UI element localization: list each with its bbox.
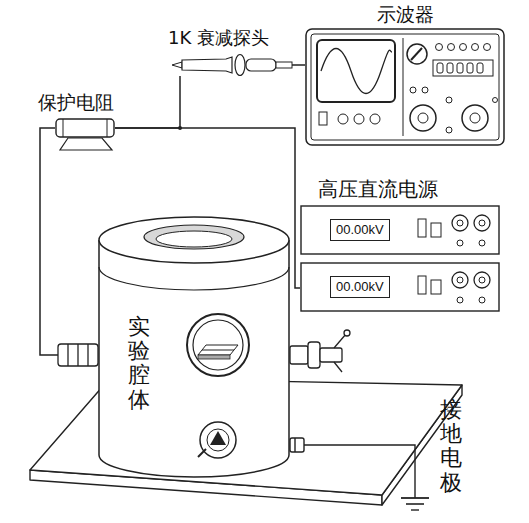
oscilloscope: 示波器 bbox=[305, 28, 505, 146]
left-port bbox=[58, 344, 98, 366]
resistor-label: 保护电阻 bbox=[38, 91, 114, 114]
wire bbox=[292, 64, 305, 66]
experiment-chamber-outline bbox=[98, 215, 290, 480]
hv-power-supply: 高压直流电源00.00kV bbox=[300, 205, 500, 255]
resistor-bracket bbox=[60, 138, 112, 150]
attenuation-probe-outline bbox=[172, 54, 292, 76]
ground-wire bbox=[290, 438, 429, 510]
experiment-chamber: 实验腔体 bbox=[98, 215, 290, 480]
oscilloscope-outline bbox=[305, 28, 505, 146]
ground-electrode-label: 接地电极 bbox=[440, 398, 462, 495]
wire bbox=[115, 76, 180, 128]
junction-dot bbox=[178, 126, 182, 130]
voltage-display: 00.00kV bbox=[330, 219, 390, 241]
device-title: 高压直流电源 bbox=[318, 177, 438, 201]
protection-resistor: 保护电阻 bbox=[55, 118, 115, 138]
voltage-display: 00.00kV bbox=[330, 276, 390, 298]
probe-label: 1K 衰减探头 bbox=[168, 27, 269, 49]
wire bbox=[40, 128, 98, 355]
right-valve bbox=[290, 330, 350, 372]
protection-resistor-outline bbox=[55, 118, 115, 138]
attenuation-probe: 1K 衰减探头 bbox=[172, 54, 292, 76]
chamber-label: 实验腔体 bbox=[128, 315, 150, 412]
hv-power-supply: 00.00kV bbox=[300, 262, 500, 312]
device-title: 示波器 bbox=[377, 3, 434, 26]
